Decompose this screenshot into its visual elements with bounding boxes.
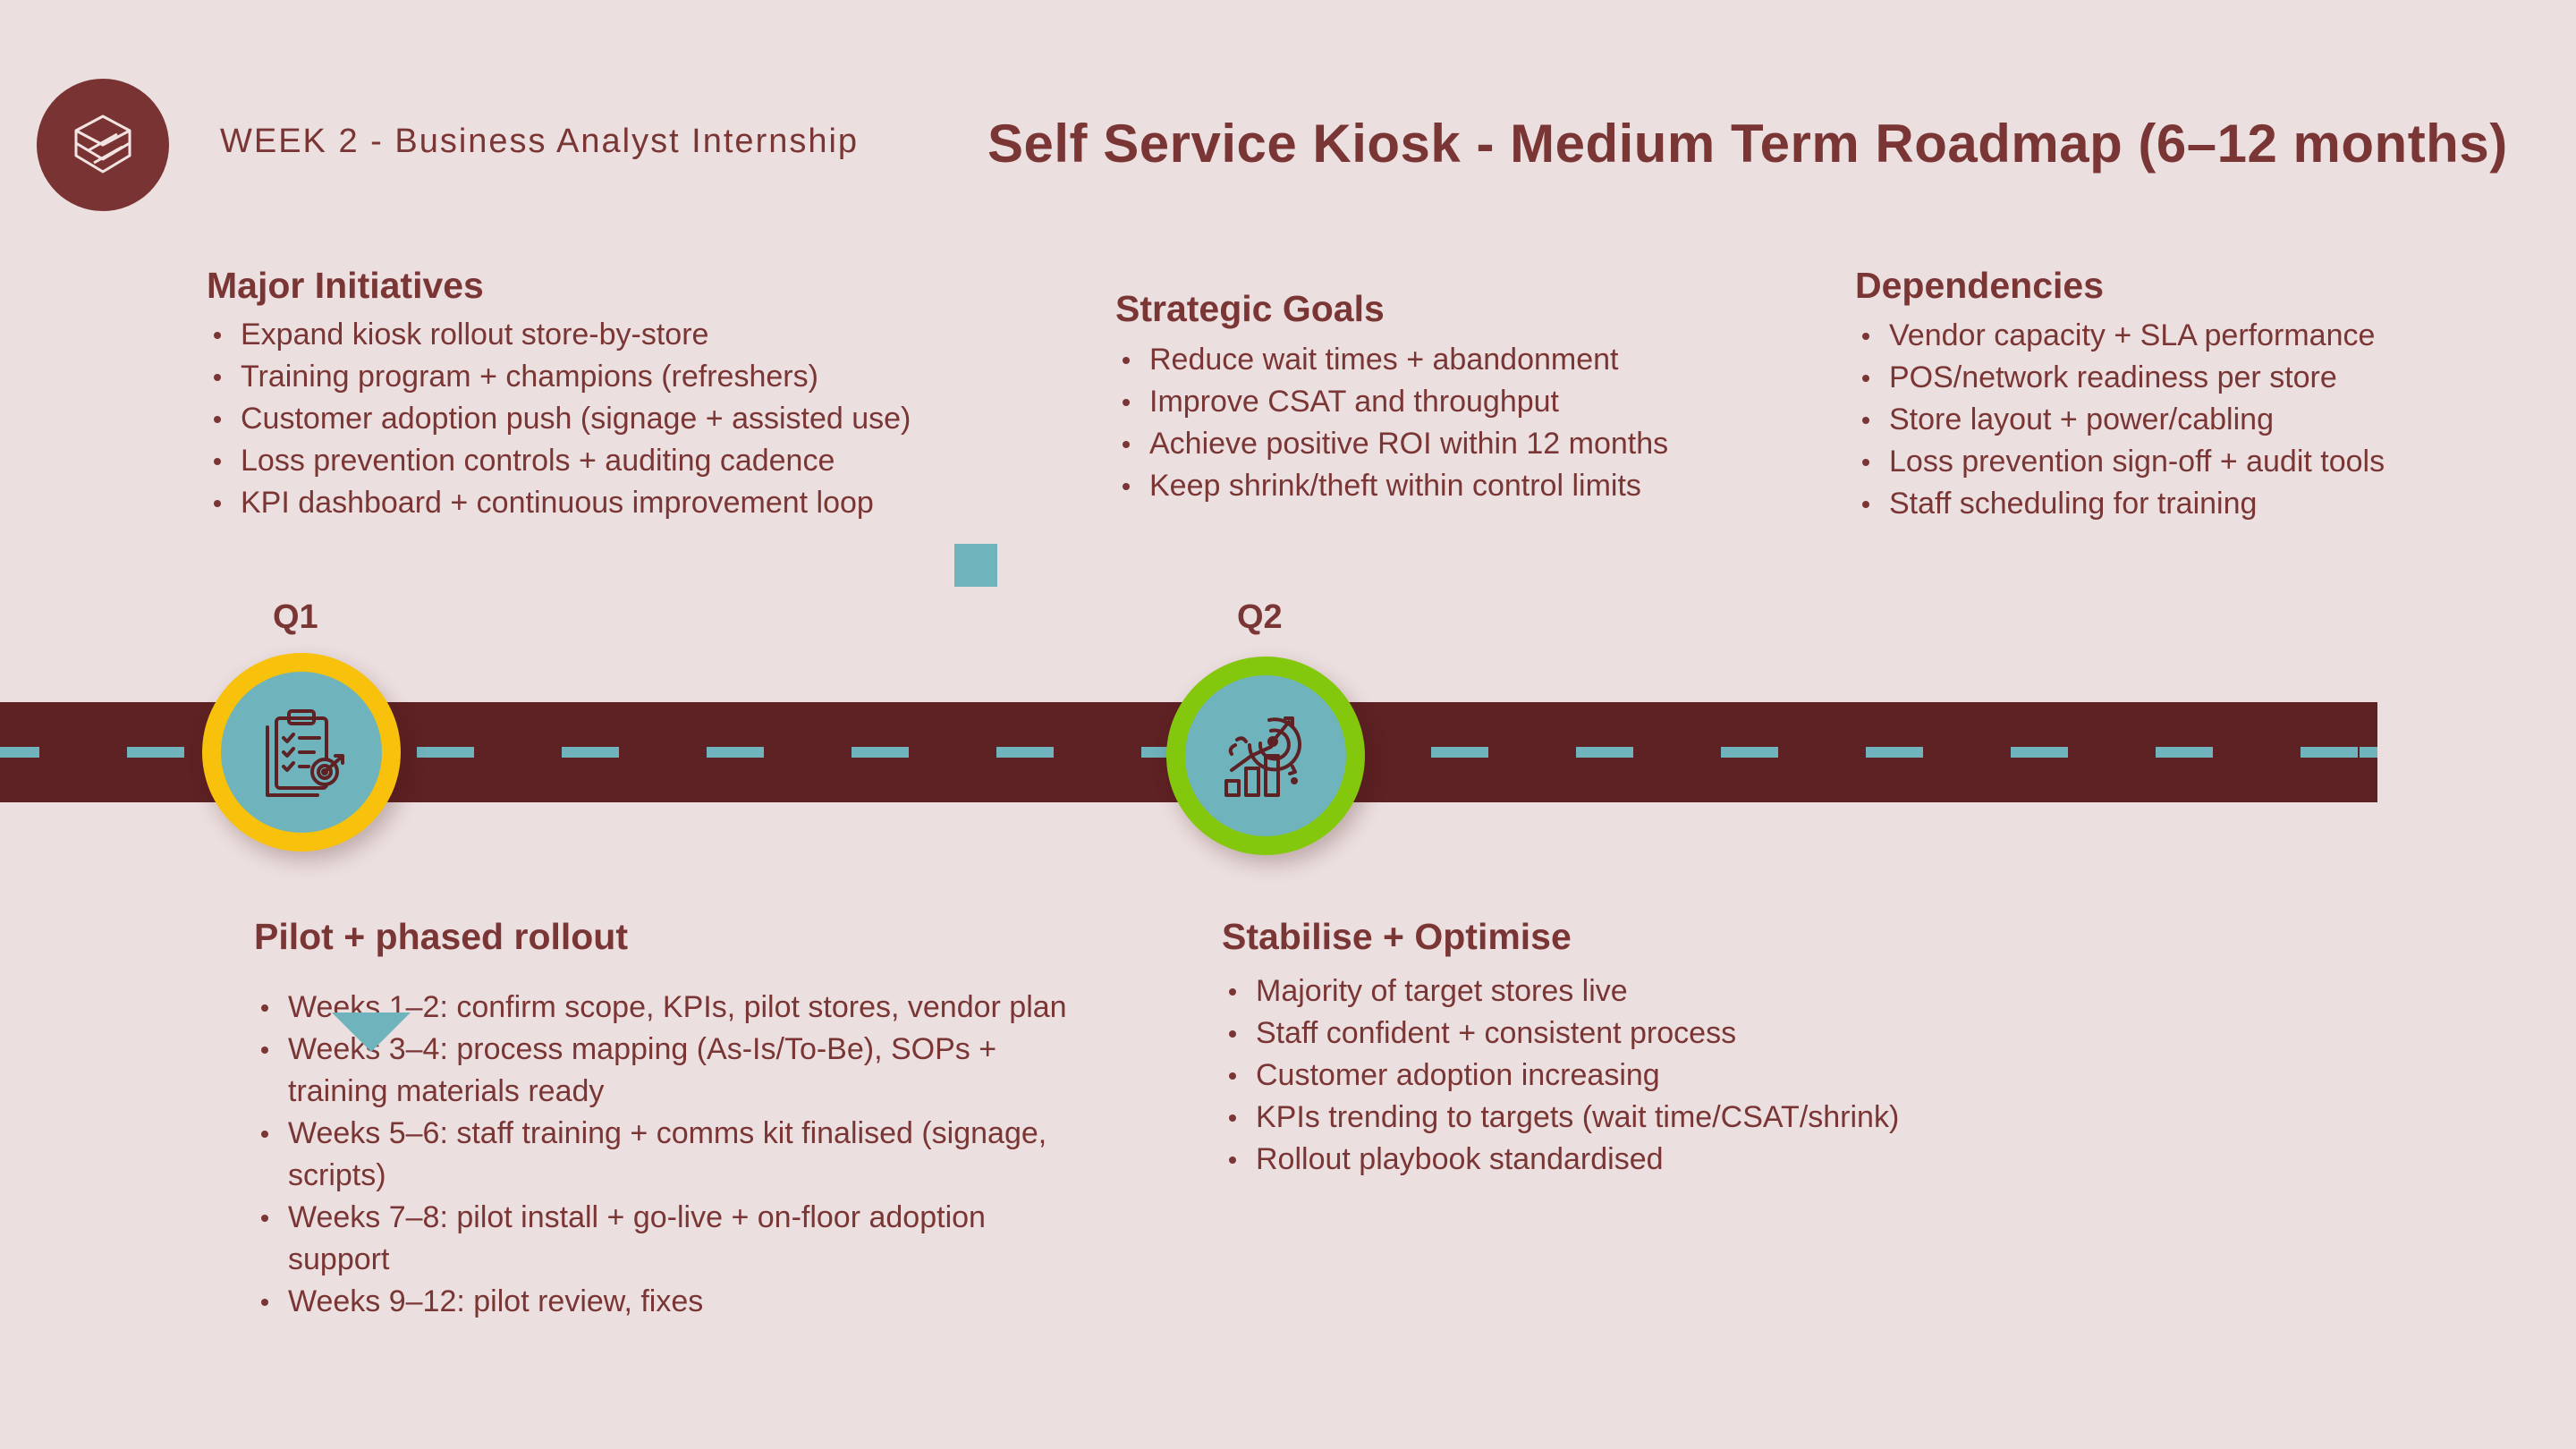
- q1-milestone: [202, 653, 401, 852]
- list-item: Weeks 7–8: pilot install + go-live + on-…: [254, 1197, 1095, 1281]
- list-item: Improve CSAT and throughput: [1115, 381, 1668, 423]
- list-item: Staff confident + consistent process: [1222, 1013, 1899, 1055]
- strategic-goals-section: Strategic Goals Reduce wait times + aban…: [1115, 288, 1668, 507]
- page-title: Self Service Kiosk - Medium Term Roadmap…: [987, 114, 2508, 174]
- section-title: Strategic Goals: [1115, 288, 1385, 329]
- phase-title: Pilot + phased rollout: [254, 916, 629, 957]
- strategic-goals-list: Reduce wait times + abandonment Improve …: [1115, 339, 1668, 507]
- section-title: Major Initiatives: [207, 265, 484, 306]
- list-item: Customer adoption push (signage + assist…: [207, 398, 911, 440]
- list-item: Vendor capacity + SLA performance: [1855, 315, 2385, 357]
- dependencies-section: Dependencies Vendor capacity + SLA perfo…: [1855, 265, 2385, 525]
- list-item: Loss prevention controls + auditing cade…: [207, 440, 911, 482]
- growth-chart-target-icon: [1224, 716, 1301, 797]
- dependencies-list: Vendor capacity + SLA performance POS/ne…: [1855, 315, 2385, 525]
- list-item: Majority of target stores live: [1222, 970, 1899, 1013]
- list-item: Achieve positive ROI within 12 months: [1115, 423, 1668, 465]
- major-initiatives-section: Major Initiatives Expand kiosk rollout s…: [207, 265, 911, 524]
- list-item: KPIs trending to targets (wait time/CSAT…: [1222, 1097, 1899, 1139]
- decorative-square: [954, 544, 997, 587]
- q2-phase-list: Majority of target stores live Staff con…: [1222, 970, 1899, 1181]
- list-item: Weeks 1–2: confirm scope, KPIs, pilot st…: [254, 987, 1095, 1029]
- brand-logo: [37, 79, 169, 211]
- list-item: Keep shrink/theft within control limits: [1115, 465, 1668, 507]
- list-item: Loss prevention sign-off + audit tools: [1855, 441, 2385, 483]
- q2-label: Q2: [1237, 598, 1283, 636]
- list-item: Expand kiosk rollout store-by-store: [207, 314, 911, 356]
- q2-phase: Stabilise + Optimise Majority of target …: [1222, 916, 1899, 1181]
- list-item: Training program + champions (refreshers…: [207, 356, 911, 398]
- clipboard-target-icon: [266, 709, 344, 797]
- list-item: KPI dashboard + continuous improvement l…: [207, 482, 911, 524]
- list-item: Reduce wait times + abandonment: [1115, 339, 1668, 381]
- section-title: Dependencies: [1855, 265, 2104, 306]
- header-subtitle: WEEK 2 - Business Analyst Internship: [220, 123, 860, 160]
- q1-phase: Pilot + phased rollout Weeks 1–2: confir…: [254, 916, 1113, 1323]
- q1-label: Q1: [273, 598, 318, 636]
- list-item: Weeks 5–6: staff training + comms kit fi…: [254, 1113, 1095, 1197]
- q2-milestone: [1166, 657, 1365, 855]
- list-item: Staff scheduling for training: [1855, 483, 2385, 525]
- list-item: Weeks 9–12: pilot review, fixes: [254, 1281, 1095, 1323]
- list-item: Customer adoption increasing: [1222, 1055, 1899, 1097]
- list-item: Store layout + power/cabling: [1855, 399, 2385, 441]
- major-initiatives-list: Expand kiosk rollout store-by-store Trai…: [207, 314, 911, 524]
- list-item: Rollout playbook standardised: [1222, 1139, 1899, 1181]
- decorative-triangle: [332, 1013, 411, 1052]
- layers-logo-icon: [74, 114, 131, 174]
- phase-title: Stabilise + Optimise: [1222, 916, 1572, 957]
- list-item: POS/network readiness per store: [1855, 357, 2385, 399]
